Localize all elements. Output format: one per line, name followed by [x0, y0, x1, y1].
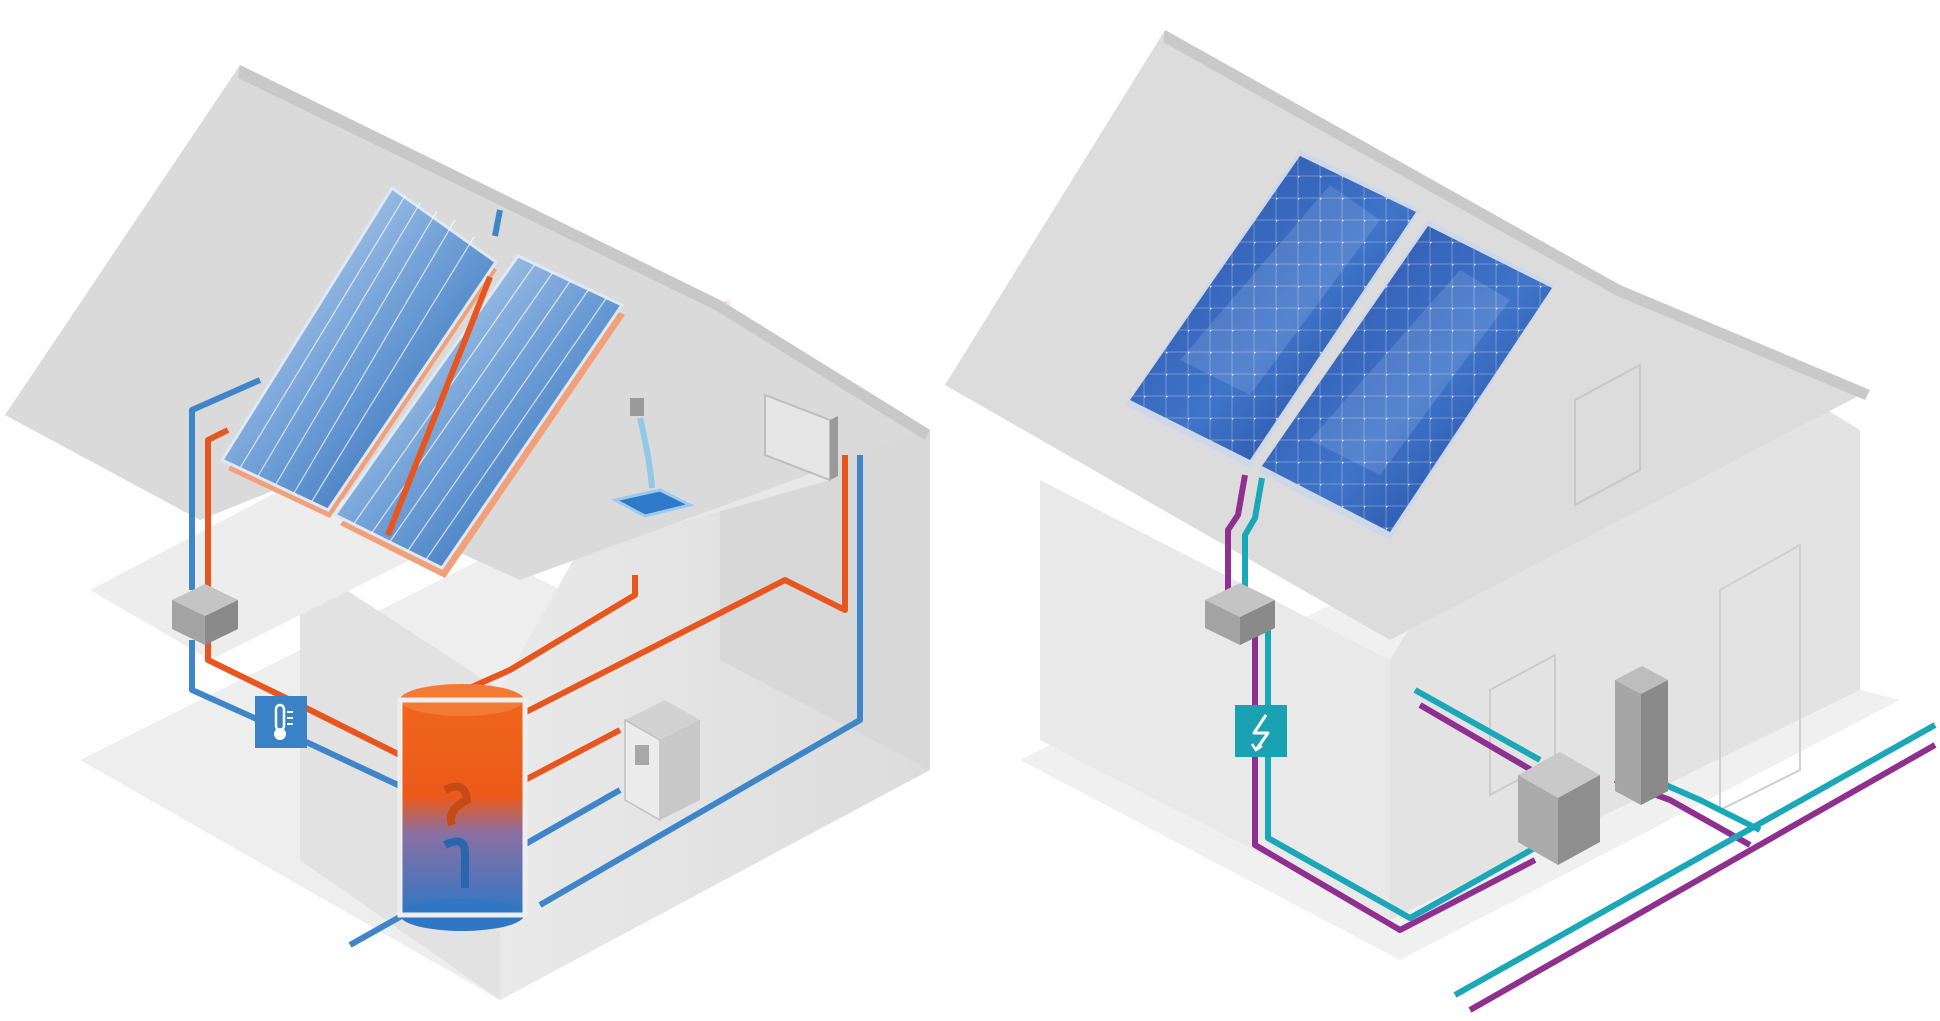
window	[1574, 363, 1641, 507]
controller-box	[172, 584, 238, 645]
photovoltaic-panel	[1125, 150, 1420, 468]
electric-meter-cabinet	[1615, 666, 1668, 805]
solar-thermal-house	[5, 65, 930, 1000]
hot-water-pipes	[205, 275, 848, 783]
boiler-unit	[624, 700, 700, 822]
radiator	[764, 393, 838, 482]
photovoltaic-house	[945, 30, 1937, 1013]
window	[1719, 543, 1801, 812]
roof-edge	[238, 65, 930, 440]
side-wall-left	[1040, 480, 1390, 920]
shower	[610, 398, 695, 518]
junction-box	[1205, 583, 1275, 645]
lightning-icon	[1235, 705, 1287, 757]
cold-water-pipes	[189, 209, 863, 948]
thermometer-icon	[255, 696, 307, 748]
roof-edge	[1163, 30, 1870, 400]
photovoltaic-panel	[1258, 220, 1555, 540]
solar-thermal-collector	[219, 185, 499, 518]
hot-water-storage-tank	[397, 684, 528, 931]
inverter	[1518, 752, 1600, 865]
